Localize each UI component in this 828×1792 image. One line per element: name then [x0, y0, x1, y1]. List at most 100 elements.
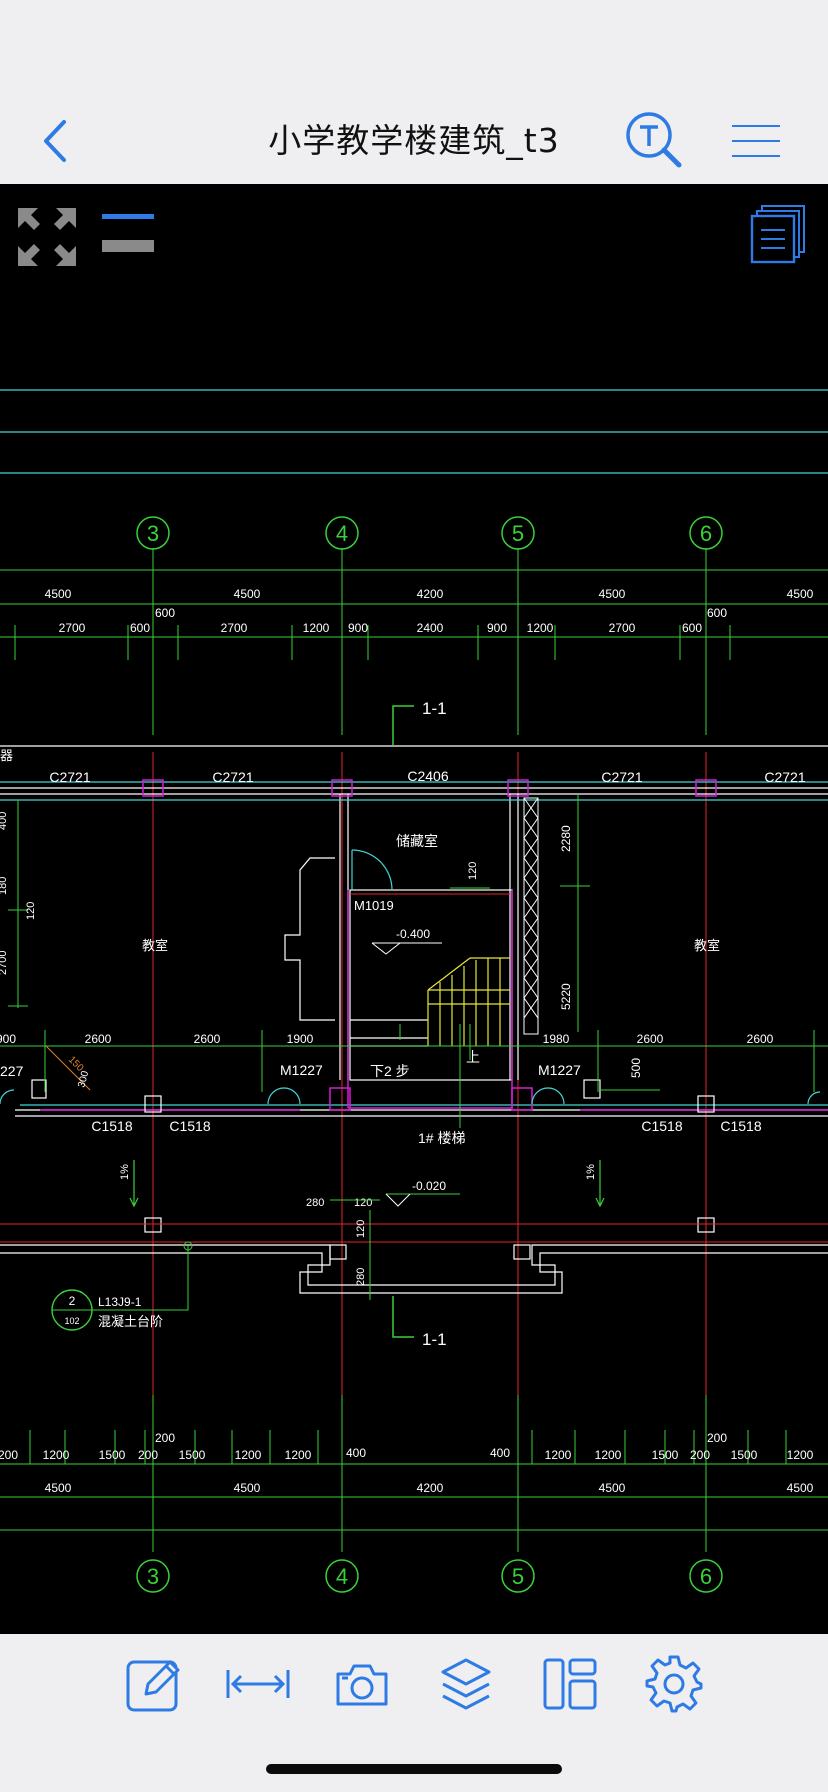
- svg-text:2600: 2600: [194, 1032, 221, 1046]
- svg-text:1900: 1900: [287, 1032, 314, 1046]
- layouts-button[interactable]: [748, 204, 808, 266]
- top-dimension-lines: [0, 569, 828, 660]
- svg-text:200: 200: [0, 1448, 18, 1462]
- svg-text:400: 400: [490, 1446, 510, 1460]
- annotate-button[interactable]: [118, 1652, 190, 1716]
- axis-labels-bottom: 3 4 5 6: [147, 1564, 712, 1589]
- svg-text:2700: 2700: [59, 621, 86, 635]
- text-search-button[interactable]: [620, 108, 690, 174]
- stair-label: 1# 楼梯: [418, 1130, 465, 1146]
- measure-button[interactable]: [222, 1652, 294, 1716]
- svg-text:200: 200: [707, 1431, 727, 1445]
- detail-callout: 2 102 L13J9-1 混凝土台阶: [51, 1241, 193, 1331]
- layout-button[interactable]: [534, 1652, 606, 1716]
- svg-text:1980: 1980: [543, 1032, 570, 1046]
- bottom-toolbar: [0, 1634, 828, 1792]
- home-indicator[interactable]: [266, 1764, 562, 1774]
- mid-dimension-lines: [0, 1030, 828, 1092]
- stacked-pages-icon: [750, 205, 805, 264]
- svg-text:2400: 2400: [417, 621, 444, 635]
- svg-text:M1227: M1227: [280, 1062, 323, 1078]
- top-dimension-text: 4500 4500 4200 4500 4500 600 600 2700 60…: [45, 587, 814, 635]
- window-labels-top: C2721 C2721 C2406 C2721 C2721: [49, 768, 805, 785]
- settings-gear-icon: [645, 1655, 703, 1713]
- axis-label: 6: [700, 521, 712, 546]
- text-search-icon: [626, 112, 682, 168]
- svg-text:1200: 1200: [527, 621, 554, 635]
- svg-text:2: 2: [69, 1294, 76, 1308]
- svg-text:4500: 4500: [599, 587, 626, 601]
- settings-button[interactable]: [638, 1652, 710, 1716]
- cad-drawing-canvas[interactable]: 3 4 5 6 4500 4500 4200 4500 4500 600 600…: [0, 184, 828, 1634]
- svg-text:1200: 1200: [235, 1448, 262, 1462]
- svg-text:1200: 1200: [595, 1448, 622, 1462]
- screenshot-button[interactable]: [326, 1652, 398, 1716]
- svg-text:L13J9-1: L13J9-1: [98, 1295, 142, 1309]
- line-weight-button[interactable]: [100, 210, 156, 254]
- dim-text: 2280: [559, 825, 573, 852]
- svg-text:900: 900: [487, 621, 507, 635]
- door-swings-bottom: [0, 1087, 821, 1105]
- door-labels: 227 M1227 M1227: [0, 1062, 581, 1079]
- svg-text:5: 5: [512, 1564, 524, 1589]
- svg-text:C2721: C2721: [49, 769, 90, 785]
- left-vertical-dim-text: 400 180 120 2700: [0, 812, 37, 975]
- fullscreen-button[interactable]: [14, 204, 80, 270]
- layers-icon: [441, 1658, 491, 1710]
- stair-level-mark: -0.400: [371, 927, 442, 955]
- floor-plan-drawing[interactable]: 3 4 5 6 4500 4500 4200 4500 4500 600 600…: [0, 184, 828, 1634]
- slope-label: 1%: [585, 1164, 597, 1180]
- svg-text:C1518: C1518: [169, 1118, 210, 1134]
- svg-text:900: 900: [0, 1032, 16, 1046]
- entry-dim-lines: [330, 1199, 380, 1300]
- svg-text:900: 900: [348, 621, 368, 635]
- svg-text:混凝土台阶: 混凝土台阶: [98, 1314, 163, 1329]
- structural-columns: [40, 779, 828, 1111]
- svg-text:2600: 2600: [637, 1032, 664, 1046]
- bottom-dimension-text: 200 1200 1500 200 1500 1200 1200 400 400…: [0, 1431, 814, 1495]
- svg-text:600: 600: [682, 621, 702, 635]
- svg-text:1200: 1200: [303, 621, 330, 635]
- svg-text:C2721: C2721: [212, 769, 253, 785]
- svg-text:1-1: 1-1: [422, 1330, 447, 1349]
- svg-text:4500: 4500: [45, 587, 72, 601]
- axis-label: 3: [147, 521, 159, 546]
- svg-text:4500: 4500: [234, 587, 261, 601]
- svg-text:200: 200: [155, 1431, 175, 1445]
- left-vertical-dims: [8, 800, 28, 1008]
- bottom-dimension-lines: [0, 1430, 828, 1531]
- door-label: M1019: [354, 898, 394, 913]
- building-walls: [0, 745, 828, 1294]
- orange-dims: [45, 1045, 91, 1091]
- section-mark-bottom: 1-1: [392, 1296, 447, 1349]
- svg-text:1200: 1200: [787, 1448, 814, 1462]
- svg-text:4200: 4200: [417, 587, 444, 601]
- edit-pencil-icon: [126, 1660, 180, 1712]
- status-bar: [0, 0, 828, 100]
- svg-text:1500: 1500: [99, 1448, 126, 1462]
- svg-text:-0.020: -0.020: [412, 1179, 446, 1193]
- svg-text:2700: 2700: [609, 621, 636, 635]
- menu-button[interactable]: [725, 108, 787, 174]
- axis-label: 5: [512, 521, 524, 546]
- svg-text:120: 120: [25, 902, 37, 920]
- grid-axis-lines: [152, 548, 707, 1552]
- layers-button[interactable]: [430, 1652, 502, 1716]
- svg-text:C1518: C1518: [641, 1118, 682, 1134]
- axis-bubbles-top: [136, 516, 723, 550]
- svg-text:C1518: C1518: [91, 1118, 132, 1134]
- svg-text:600: 600: [130, 621, 150, 635]
- svg-text:120: 120: [354, 1197, 372, 1209]
- svg-text:600: 600: [155, 606, 175, 620]
- svg-text:2600: 2600: [85, 1032, 112, 1046]
- svg-text:200: 200: [138, 1448, 158, 1462]
- room-label-classroom: 教室: [694, 938, 720, 953]
- window-lines-top: [0, 781, 828, 1106]
- axis-label: 4: [336, 521, 348, 546]
- stair-treads: [427, 957, 510, 1046]
- svg-text:280: 280: [306, 1197, 324, 1209]
- svg-text:C2721: C2721: [601, 769, 642, 785]
- stair-railing: [523, 797, 539, 1035]
- svg-text:4500: 4500: [787, 1481, 814, 1495]
- back-button[interactable]: [30, 108, 80, 174]
